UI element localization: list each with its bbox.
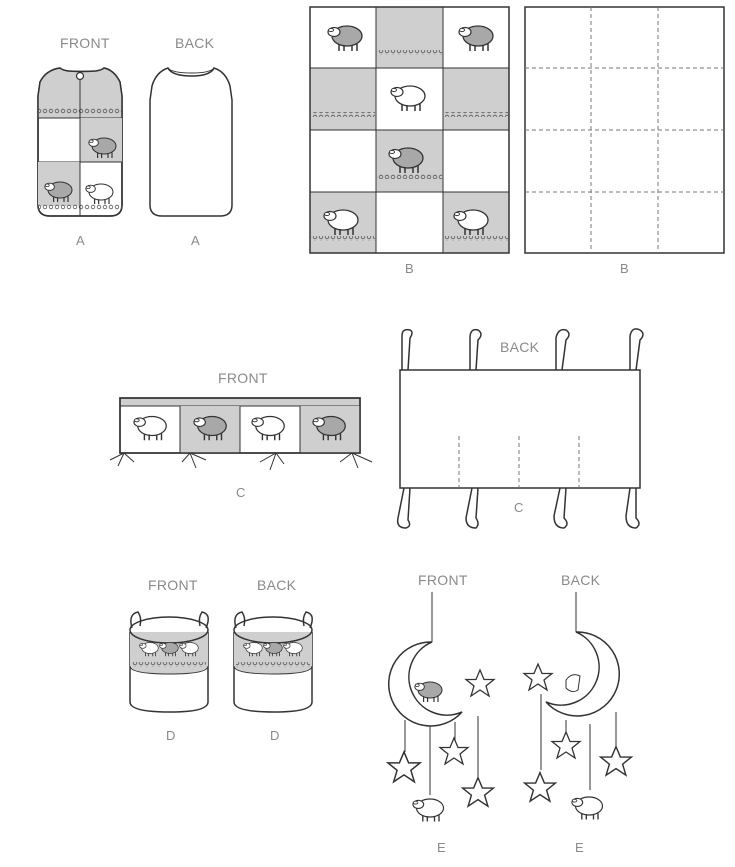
a-letter-left: A <box>76 233 85 248</box>
star-icon <box>439 737 469 765</box>
d-front-label: FRONT <box>148 577 198 593</box>
view-d-front: FRONT D <box>129 577 209 743</box>
c-letter-left: C <box>236 485 245 500</box>
d-letter-left: D <box>166 728 175 743</box>
sheep-icon <box>251 415 285 441</box>
e-back-label: BACK <box>561 572 601 588</box>
sheep-icon <box>85 183 114 205</box>
b-letter-right: B <box>620 261 629 276</box>
view-c-front: FRONT C <box>109 370 373 500</box>
c-front-label: FRONT <box>218 370 268 386</box>
view-d-back: BACK D <box>233 577 313 743</box>
star-icon <box>465 669 495 697</box>
star-icon <box>551 731 581 759</box>
sheep-icon <box>133 415 167 441</box>
e-letter-left: E <box>437 840 446 855</box>
star-icon <box>523 663 553 691</box>
star-icon <box>599 745 633 776</box>
star-icon <box>387 751 421 783</box>
d-letter-right: D <box>270 728 279 743</box>
view-a-front: FRONT A <box>37 35 123 248</box>
view-e-back: BACK E <box>523 572 633 855</box>
view-b-back: B <box>524 6 725 276</box>
c-back-label: BACK <box>500 339 540 355</box>
view-b-front: B <box>309 6 510 276</box>
sheep-icon <box>571 796 604 821</box>
a-back-label: BACK <box>175 35 215 51</box>
view-c-back: BACK C <box>396 328 644 529</box>
c-letter-right: C <box>514 500 523 515</box>
a-letter-right: A <box>191 233 200 248</box>
b-letter-left: B <box>405 261 414 276</box>
d-back-label: BACK <box>257 577 297 593</box>
a-front-label: FRONT <box>60 35 110 51</box>
view-a-back: BACK A <box>149 35 233 248</box>
view-e-front: FRONT E <box>387 572 495 855</box>
star-icon <box>523 771 557 802</box>
sheep-icon <box>412 798 445 823</box>
sheep-icon <box>414 681 443 703</box>
e-letter-right: E <box>575 840 584 855</box>
e-front-label: FRONT <box>418 572 468 588</box>
star-icon <box>461 776 495 807</box>
